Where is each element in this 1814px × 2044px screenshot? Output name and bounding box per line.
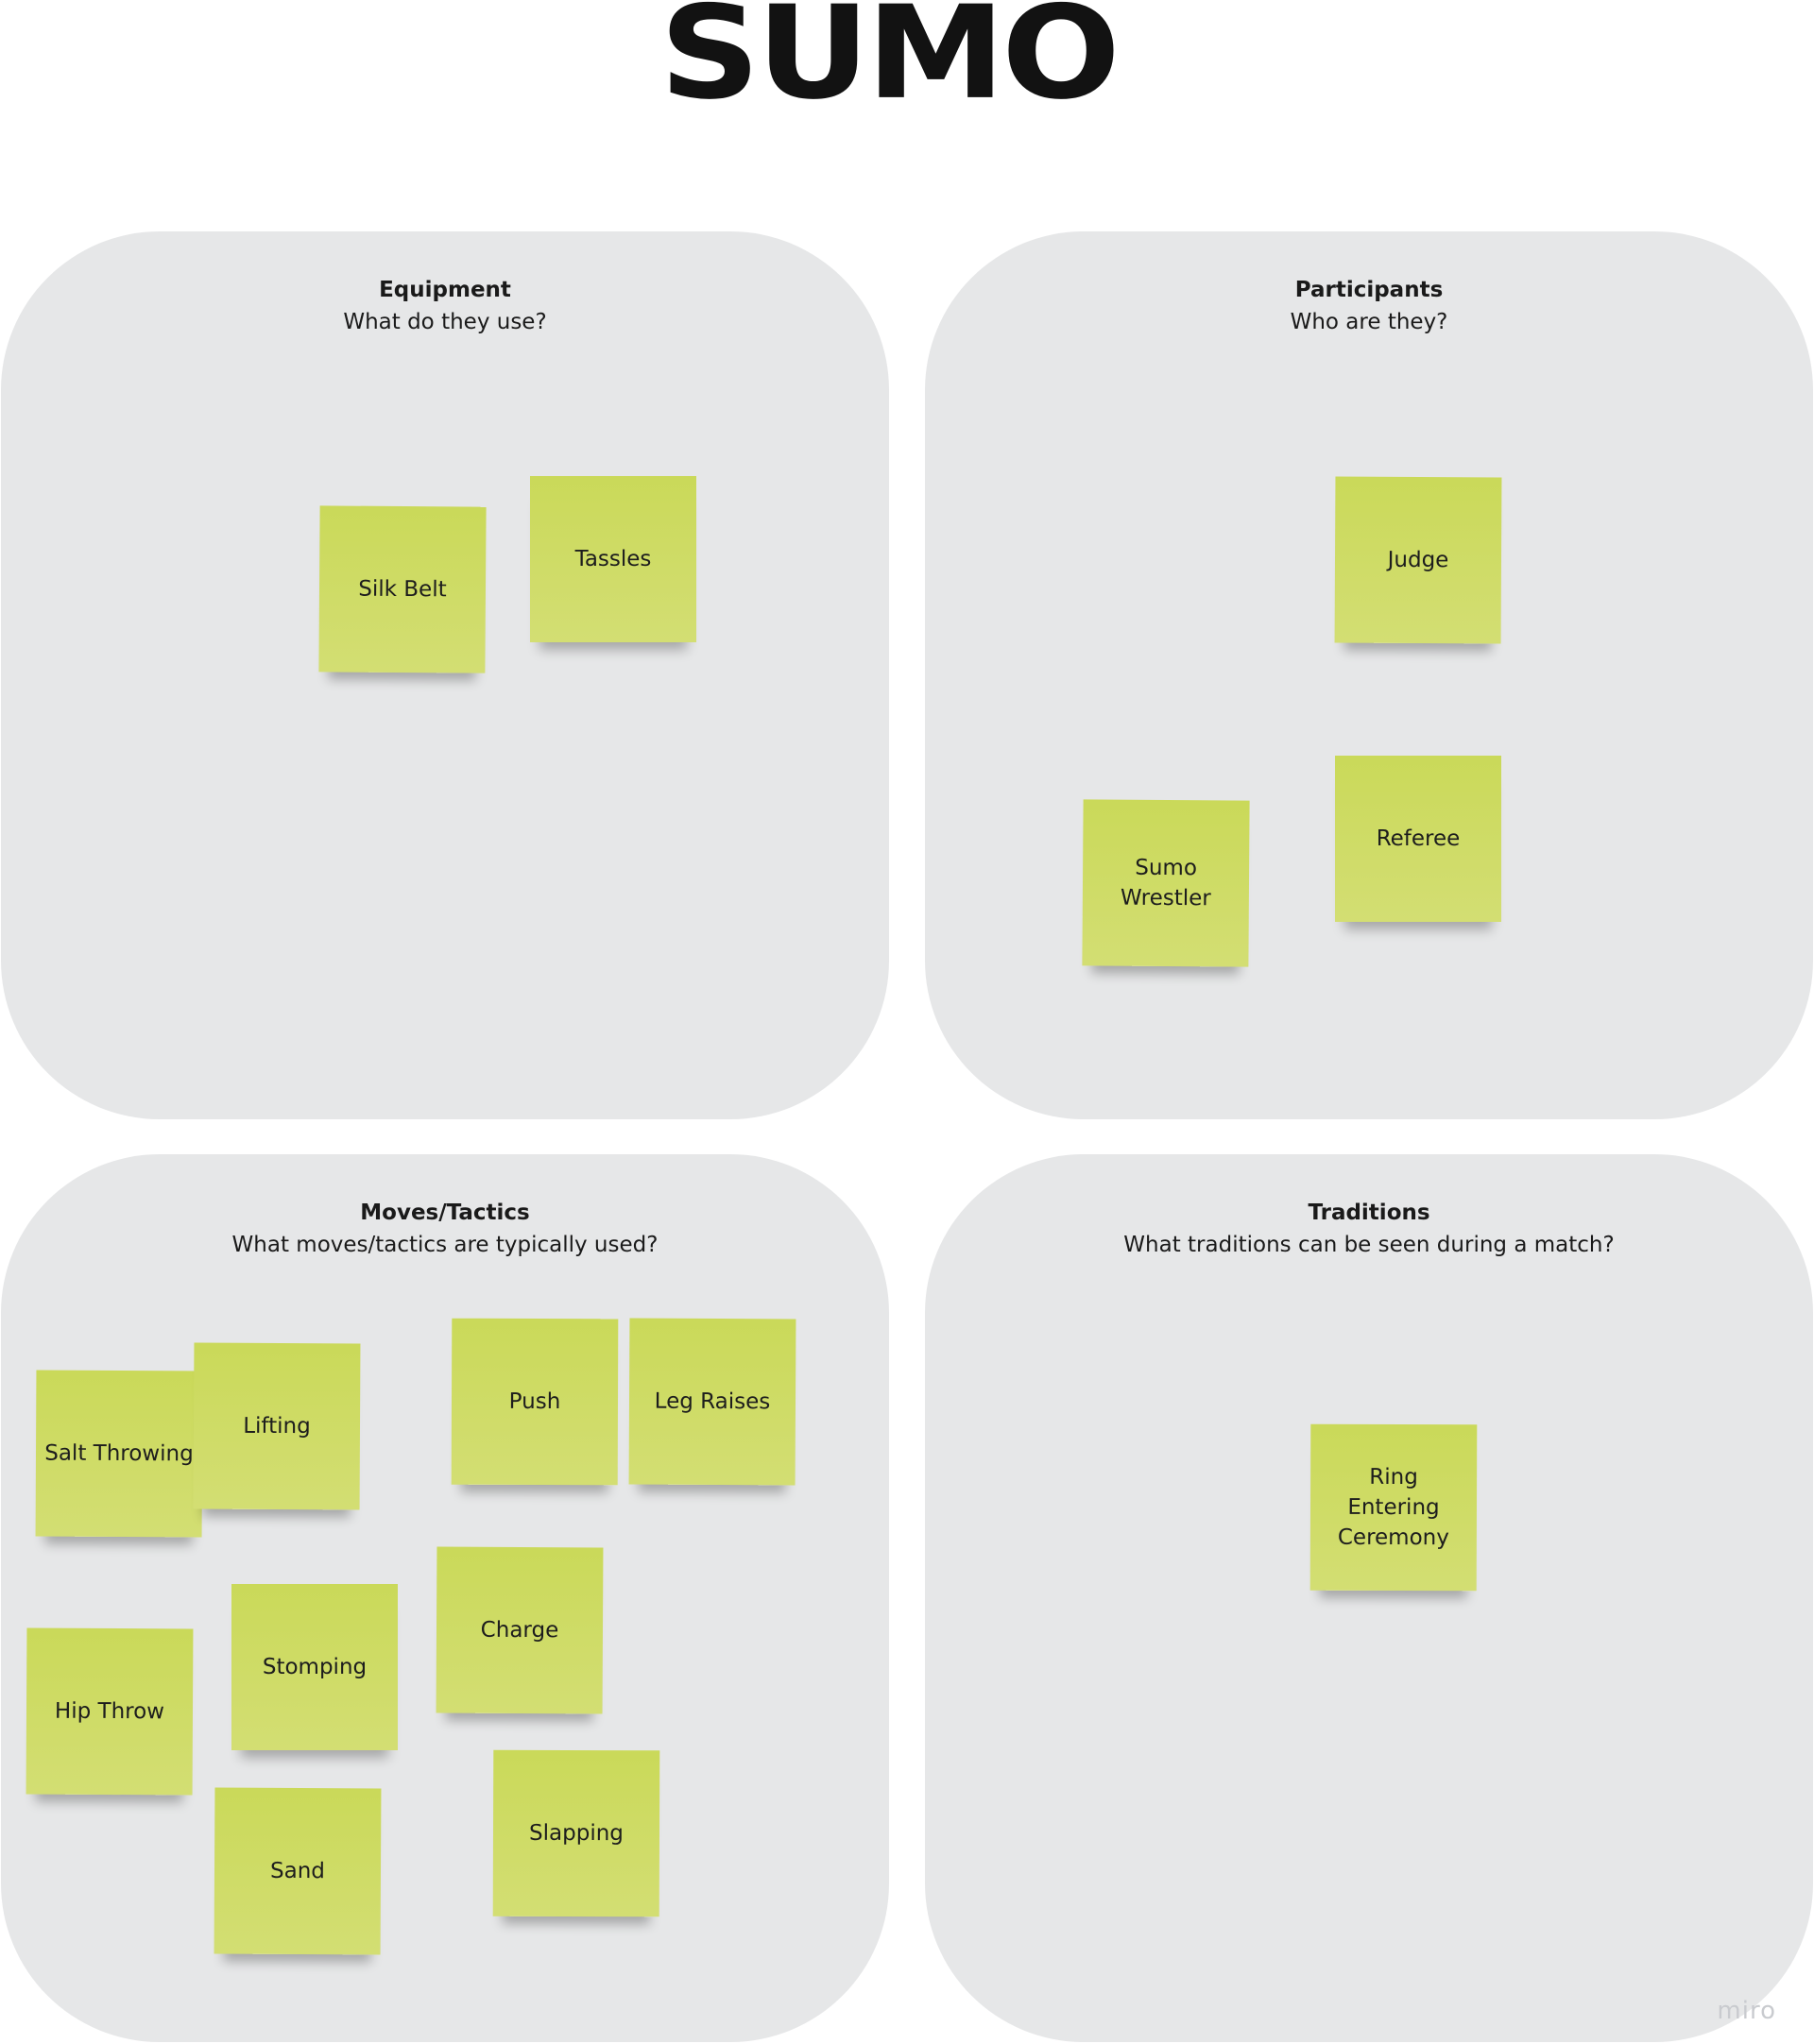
- sticky-note-sumo-wrestler[interactable]: Sumo Wrestler: [1082, 799, 1250, 967]
- sticky-note-text: Lifting: [243, 1413, 311, 1439]
- sticky-note-text: Charge: [480, 1617, 559, 1644]
- frame-question: What moves/tactics are typically used?: [231, 1233, 659, 1257]
- frame-header: Equipment What do they use?: [1, 274, 889, 338]
- frame-title: Participants: [1294, 278, 1444, 302]
- sticky-note-ring-entering-ceremony[interactable]: Ring Entering Ceremony: [1309, 1423, 1478, 1592]
- sticky-note-text: Leg Raises: [654, 1388, 771, 1415]
- sticky-note-text: Referee: [1376, 826, 1461, 851]
- frame-title: Moves/Tactics: [360, 1201, 530, 1225]
- sticky-note-text: Push: [508, 1388, 561, 1415]
- frame-participants[interactable]: Participants Who are they? Judge Sumo Wr…: [925, 231, 1813, 1119]
- sticky-note-text: Ring Entering Ceremony: [1337, 1464, 1449, 1551]
- frame-title: Equipment: [379, 278, 511, 302]
- sticky-note-silk-belt[interactable]: Silk Belt: [318, 505, 487, 673]
- sticky-note-text: Salt Throwing: [44, 1440, 194, 1467]
- sticky-note-tassles[interactable]: Tassles: [530, 476, 696, 642]
- frame-question: What traditions can be seen during a mat…: [1123, 1233, 1615, 1257]
- sticky-note-hip-throw[interactable]: Hip Throw: [26, 1627, 194, 1796]
- sticky-note-text: Tassles: [574, 547, 652, 571]
- sticky-note-text: Judge: [1387, 547, 1449, 573]
- sticky-note-salt-throwing[interactable]: Salt Throwing: [35, 1370, 203, 1538]
- board-title: SUMO: [659, 0, 1121, 128]
- sticky-note-judge[interactable]: Judge: [1334, 476, 1502, 644]
- sticky-note-text: Slapping: [529, 1820, 624, 1847]
- frame-header: Participants Who are they?: [925, 274, 1813, 338]
- frame-moves-tactics[interactable]: Moves/Tactics What moves/tactics are typ…: [1, 1154, 889, 2042]
- frame-title: Traditions: [1308, 1201, 1430, 1225]
- frame-question: Who are they?: [1290, 310, 1448, 334]
- frame-traditions[interactable]: Traditions What traditions can be seen d…: [925, 1154, 1813, 2042]
- sticky-note-charge[interactable]: Charge: [436, 1546, 604, 1714]
- sticky-note-stomping[interactable]: Stomping: [231, 1584, 398, 1750]
- frame-header: Moves/Tactics What moves/tactics are typ…: [1, 1197, 889, 1261]
- sticky-note-referee[interactable]: Referee: [1335, 756, 1501, 922]
- sticky-note-lifting[interactable]: Lifting: [193, 1342, 361, 1510]
- sticky-note-text: Sand: [269, 1858, 326, 1884]
- sticky-note-sand[interactable]: Sand: [214, 1787, 382, 1955]
- sticky-note-text: Hip Throw: [54, 1698, 165, 1725]
- sticky-note-slapping[interactable]: Slapping: [492, 1749, 660, 1917]
- sticky-note-leg-raises[interactable]: Leg Raises: [628, 1318, 796, 1486]
- sticky-note-push[interactable]: Push: [451, 1318, 619, 1486]
- miro-watermark: miro: [1717, 1997, 1776, 2025]
- frame-equipment[interactable]: Equipment What do they use? Silk Belt Ta…: [1, 231, 889, 1119]
- frame-question: What do they use?: [343, 310, 547, 334]
- sticky-note-text: Silk Belt: [358, 576, 447, 603]
- frame-header: Traditions What traditions can be seen d…: [925, 1197, 1813, 1261]
- sticky-note-text: Stomping: [262, 1655, 368, 1679]
- sticky-note-text: Sumo Wrestler: [1120, 855, 1211, 911]
